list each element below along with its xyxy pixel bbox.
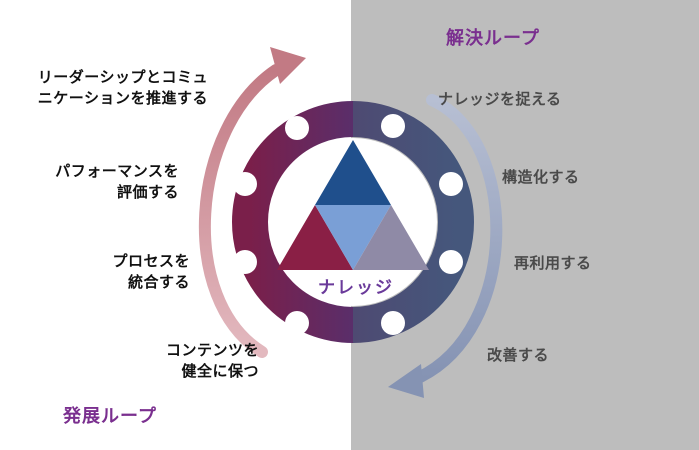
right-label-capture: ナレッジを捉える bbox=[438, 90, 562, 108]
resolve-loop-title: 解決ループ bbox=[446, 28, 540, 49]
left-label-performance-2: 評価する bbox=[116, 183, 179, 201]
resolve-loop-arrowhead bbox=[388, 364, 424, 398]
develop-loop-arrowhead bbox=[270, 47, 306, 84]
knowledge-triangle bbox=[277, 140, 429, 270]
left-label-leadership-1: リーダーシップとコミュ bbox=[37, 68, 208, 86]
left-label-leadership-2: ニケーションを推進する bbox=[37, 89, 208, 107]
right-label-improve: 改善する bbox=[487, 346, 550, 364]
left-label-process-2: 統合する bbox=[127, 273, 190, 291]
resolve-loop-arrow bbox=[412, 94, 503, 384]
develop-loop-title: 発展ループ bbox=[63, 406, 157, 427]
right-label-reuse: 再利用する bbox=[514, 254, 592, 272]
develop-loop-arrow bbox=[198, 64, 282, 358]
knowledge-label: ナレッジ bbox=[318, 278, 394, 298]
ring-holes bbox=[233, 114, 463, 335]
left-label-process-1: プロセスを bbox=[112, 252, 190, 270]
left-label-content-2: 健全に保つ bbox=[181, 362, 259, 380]
right-label-structure: 構造化する bbox=[502, 168, 580, 186]
left-label-content-1: コンテンツを bbox=[165, 341, 259, 359]
left-label-performance-1: パフォーマンスを bbox=[55, 162, 179, 180]
